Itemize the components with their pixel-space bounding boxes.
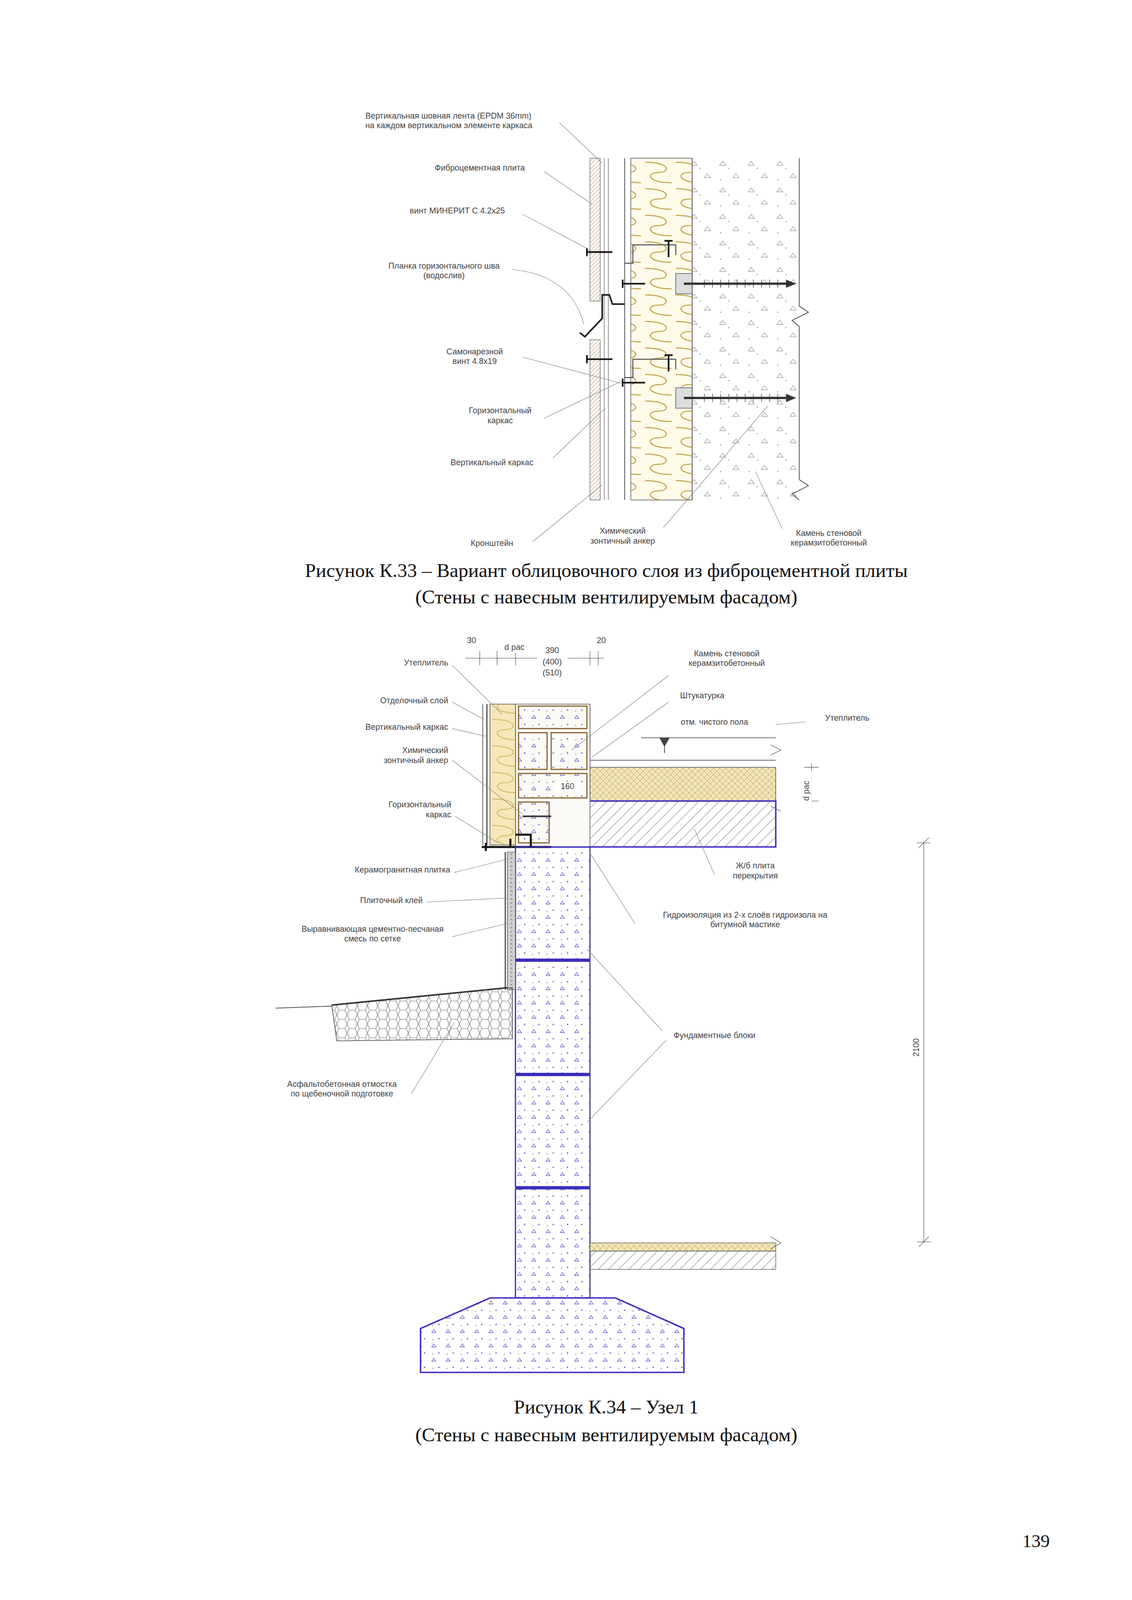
callout-label: Горизонтальный каркас <box>370 800 453 820</box>
callout-label: Утеплитель <box>806 713 888 724</box>
callout-label: Камень стеновой керамзитобетонный <box>777 528 881 549</box>
callout-label: Фундаментные блоки <box>653 1031 776 1042</box>
figure-caption: (Стены с навесным вентилируемым фасадом) <box>146 585 1066 609</box>
callout-label: Горизонтальный каркас <box>459 406 542 426</box>
callout-label: 160 <box>555 782 580 793</box>
callout-label: Вертикальная шовная лента (EPDM 36mm) на… <box>364 111 538 131</box>
callout-label: Фиброцементная плита <box>418 163 541 174</box>
callout-label: Отделочный слой <box>326 696 449 707</box>
callout-label: отм. чистого пола <box>663 717 766 728</box>
callout-label: 30 <box>461 636 482 647</box>
callout-label: Гидроизоляция из 2-х слоёв гидроизола на… <box>661 910 830 931</box>
callout-label: Утеплитель <box>347 658 450 669</box>
callout-label: Керамогранитная плитка <box>308 865 452 876</box>
callout-label: винт МИНЕРИТ С 4.2x25 <box>396 206 519 217</box>
callout-label: Самонарезной винт 4.8x19 <box>439 347 510 367</box>
callout-label: Кронштейн <box>451 538 533 549</box>
callout-label: Вертикальный каркас <box>326 722 449 733</box>
callout-label: Выравнивающая цементно-песчаная смесь по… <box>296 924 450 945</box>
figure-caption: Рисунок К.34 – Узел 1 <box>300 1396 913 1419</box>
callout-label: Плиточный клей <box>321 896 424 907</box>
callout-label: d рас <box>499 642 530 653</box>
callout-label: Вертикальный каркас <box>430 458 553 469</box>
figure-caption: Рисунок К.33 – Вариант облицовочного сло… <box>146 559 1066 582</box>
callout-label: Химический зонтичный анкер <box>581 526 664 547</box>
callout-label: Химический зонтичный анкер <box>367 745 449 766</box>
callout-label: Ж/б плита перекрытия <box>719 861 792 882</box>
callout-label: (400) <box>537 657 568 668</box>
callout-label: Камень стеновой керамзитобетонный <box>670 649 783 669</box>
callout-label: 2100 <box>911 1027 922 1069</box>
figure-caption: (Стены с навесным вентилируемым фасадом) <box>146 1424 1066 1447</box>
callout-label: 390 <box>537 646 568 657</box>
callout-label: Штукатурка <box>661 691 744 702</box>
callout-label: d рас <box>801 770 812 812</box>
page-number: 139 <box>1015 1531 1057 1553</box>
callout-label: 20 <box>590 636 612 647</box>
callout-label: Планка горизонтального шва (водослив) <box>377 261 511 282</box>
callout-label: (510) <box>537 668 568 679</box>
callout-label: Асфальтобетонная отмостка по щебеночной … <box>283 1079 401 1100</box>
